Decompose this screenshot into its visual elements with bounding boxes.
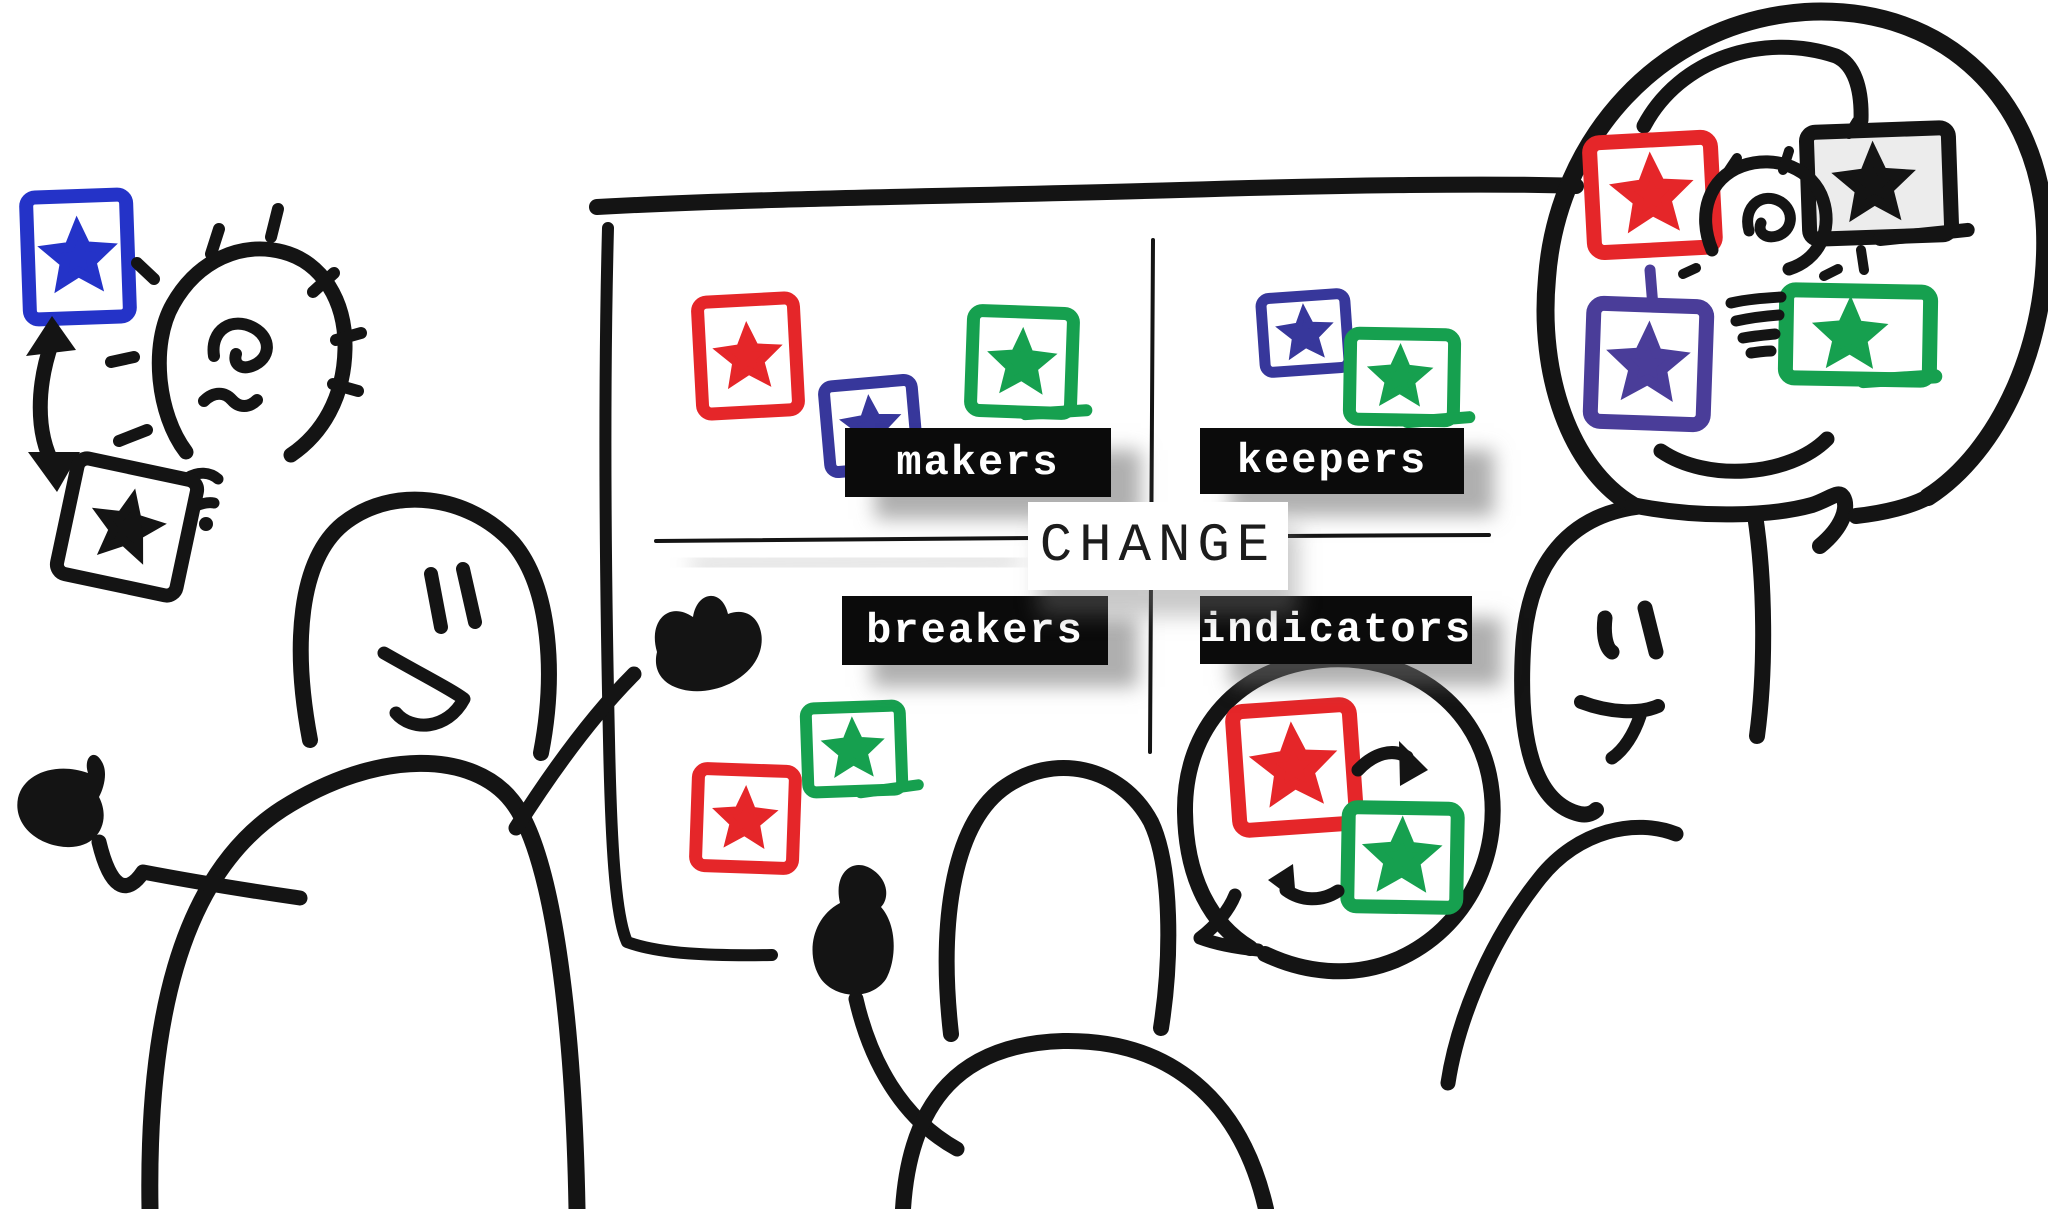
- quadrant-label-breakers: breakers: [842, 596, 1108, 665]
- right-head-side: [1747, 507, 1772, 744]
- board-top-edge: [589, 176, 1584, 215]
- quadrant-label-indicators: indicators: [1200, 596, 1472, 664]
- participant-right: [1440, 499, 1772, 1091]
- participant-fist: [812, 865, 894, 995]
- sticky-note-green: [1340, 800, 1465, 915]
- top-left-sketch: [19, 187, 367, 603]
- presenter-head: [292, 491, 557, 761]
- center-label-change: CHANGE: [1028, 502, 1288, 590]
- bubble-tail: [1193, 888, 1265, 957]
- board-sticky-notes: [689, 288, 1476, 875]
- sticky-note-indigo: [1255, 288, 1355, 378]
- lightbulb-rays: [1678, 116, 1869, 281]
- presenter-left: [17, 491, 762, 1209]
- presenter-eye: [424, 567, 448, 634]
- exchange-speech-bubble: [1176, 651, 1501, 980]
- bubble-tail: [1624, 486, 1854, 554]
- whiteboard: [589, 176, 1584, 962]
- bulb-base: [1725, 291, 1787, 359]
- lightbulb-rays: [105, 203, 367, 447]
- idea-lightbulb-icon: [105, 203, 367, 531]
- sticky-note-purple: [1582, 264, 1715, 433]
- right-chin: [1605, 709, 1647, 765]
- bubble-outline: [1536, 2, 2048, 514]
- bubble-inner-arc: [1636, 39, 1869, 134]
- presenter-fist: [17, 754, 106, 848]
- participant-arm: [848, 991, 965, 1157]
- sticky-note-black: [49, 451, 205, 603]
- swap-arrows-icon: [1268, 741, 1428, 906]
- quadrant-label-keepers: keepers: [1200, 428, 1464, 494]
- presenter-body: [141, 754, 586, 1209]
- bubble-bottom-edge: [1848, 489, 1936, 524]
- quadrant-label-makers: makers: [845, 428, 1111, 497]
- idea-speech-bubble: [1536, 2, 2048, 554]
- right-arm: [1440, 819, 1684, 1091]
- sticky-note-red: [1582, 129, 1723, 261]
- sticky-note-green: [1777, 282, 1943, 389]
- up-down-arrow-icon: [26, 316, 80, 492]
- quadrant-vertical-divider: [1148, 238, 1155, 754]
- divider-shadow: [689, 546, 1021, 579]
- right-eye: [1637, 600, 1664, 660]
- participant-center: [812, 760, 1274, 1209]
- presenter-hand: [654, 595, 762, 692]
- sticky-note-green: [1342, 326, 1476, 429]
- participant-shoulders: [895, 1032, 1274, 1209]
- bubble-outline: [1176, 651, 1501, 980]
- bubble-smile: [1653, 431, 1835, 479]
- presenter-eye: [456, 562, 482, 629]
- right-mouth: [1574, 695, 1665, 719]
- sticky-note-red: [691, 291, 805, 421]
- presenter-pointing-arm: [91, 834, 308, 906]
- sticky-note-blue: [19, 187, 137, 327]
- sticky-note-red: [689, 762, 802, 875]
- presenter-raised-arm: [508, 666, 642, 836]
- idea-lightbulb-icon: [1678, 116, 1869, 359]
- presenter-mouth: [377, 646, 471, 732]
- sticky-note-green: [799, 699, 924, 799]
- sticky-note-red: [1225, 697, 1364, 838]
- participant-head: [938, 760, 1177, 1042]
- right-eye: [1596, 610, 1620, 660]
- sticky-note-green: [964, 304, 1093, 421]
- right-head: [1514, 499, 1644, 823]
- board-left-edge: [599, 222, 778, 962]
